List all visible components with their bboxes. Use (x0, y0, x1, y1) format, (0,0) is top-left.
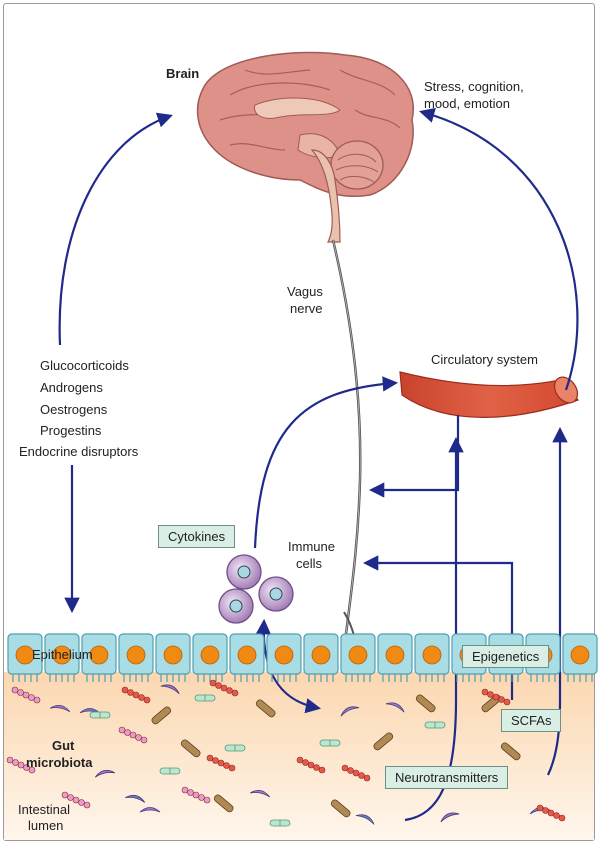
microbe (481, 688, 511, 706)
microbe (194, 694, 216, 702)
microbe (139, 807, 161, 813)
microbe (181, 786, 211, 804)
hormone-progestins: Progestins (40, 423, 102, 438)
figure-frame (3, 3, 595, 841)
epithelial-cell (414, 633, 450, 682)
epithelial-cell (303, 633, 339, 682)
microbe (159, 767, 181, 775)
microbe (213, 794, 234, 813)
gut-microbiota-label-line1: Gut (52, 738, 75, 753)
microbe (180, 739, 201, 758)
microbe (61, 791, 91, 809)
epithelial-cell (7, 633, 43, 682)
microbe (296, 756, 326, 774)
intestinal-lumen-label-line2: lumen (28, 818, 64, 833)
epithelial-cell (44, 633, 80, 682)
microbe (319, 739, 341, 747)
microbe (500, 742, 521, 761)
intestinal-lumen-label-line1: Intestinal (18, 802, 71, 817)
brain-illustration (196, 51, 414, 243)
microbe (415, 694, 436, 713)
microbe (224, 744, 246, 752)
epithelial-cell (340, 633, 376, 682)
hormone-androgens: Androgens (40, 380, 103, 395)
hormone-endocrine-disruptors: Endocrine disruptors (19, 444, 139, 459)
microbe (355, 814, 375, 825)
neurotransmitters-box: Neurotransmitters (385, 766, 509, 789)
epithelium-label: Epithelium (32, 647, 93, 662)
microbe (160, 684, 180, 695)
stress-label-line1: Stress, cognition, (424, 79, 524, 94)
microbe (536, 804, 566, 822)
epithelial-cell (81, 633, 117, 682)
microbe (424, 721, 446, 729)
epithelial-cell (155, 633, 191, 682)
epithelial-cell (118, 633, 154, 682)
microbe (340, 706, 360, 717)
blood-vessel (399, 371, 580, 418)
scfa-to-circulation-arrow (547, 426, 568, 776)
microbe (94, 769, 115, 778)
microbe (373, 732, 394, 751)
hormone-to-brain-arrow (58, 112, 173, 346)
circulation-to-immune-arrow (368, 415, 460, 498)
gut-microbiota-label-line2: microbiota (26, 755, 93, 770)
vagus-label-line1: Vagus (287, 284, 323, 299)
microbe (255, 699, 276, 718)
epithelial-cell (266, 633, 302, 682)
cytokine-to-circulation-arrow (253, 376, 399, 549)
microbe (11, 686, 41, 704)
scfas-box: SCFAs (501, 709, 562, 732)
gut-microbiota (6, 679, 566, 827)
microbe (206, 754, 236, 772)
microbe (341, 764, 371, 782)
circulation-to-brain-arrow (419, 107, 579, 391)
vagus-label-line2: nerve (290, 301, 323, 316)
epithelial-cell (562, 633, 598, 682)
microbe (440, 812, 460, 823)
microbe (118, 726, 148, 744)
epithelial-cell (229, 633, 265, 682)
immune-label-line2: cells (296, 556, 323, 571)
cytokines-box: Cytokines (158, 525, 236, 548)
microbe (385, 702, 405, 713)
brain-label: Brain (166, 66, 200, 81)
immune-cells (218, 554, 294, 624)
intestinal-lumen-area (4, 672, 594, 840)
microbe (250, 789, 271, 798)
microbe (269, 819, 291, 827)
microbe (209, 679, 239, 697)
immune-label-line1: Immune (288, 539, 335, 554)
epigenetics-box: Epigenetics (462, 645, 550, 668)
microbe (6, 756, 36, 774)
microbe (125, 794, 146, 803)
stress-label-line2: mood, emotion (424, 96, 510, 111)
epithelial-cell (192, 633, 228, 682)
microbe (89, 711, 111, 719)
epithelial-cell (377, 633, 413, 682)
microbe (151, 706, 172, 725)
hormone-oestrogens: Oestrogens (40, 402, 108, 417)
microbe (330, 799, 351, 818)
microbe (49, 705, 71, 713)
circulatory-label: Circulatory system (431, 352, 538, 367)
vagus-nerve-line (331, 239, 362, 651)
hormone-glucocorticoids: Glucocorticoids (40, 358, 129, 373)
microbe (121, 686, 151, 704)
epigenetics-to-immune-arrow (362, 555, 514, 662)
